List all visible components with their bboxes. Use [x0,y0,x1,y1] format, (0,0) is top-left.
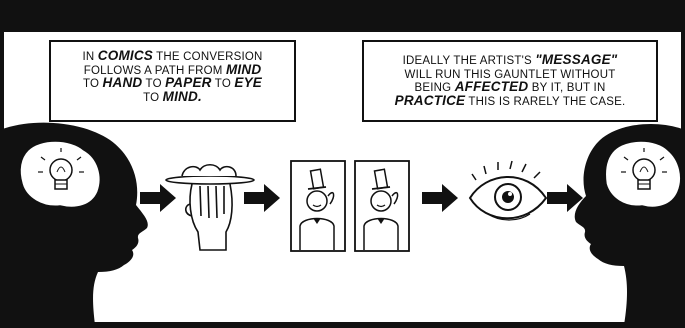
left-head-silhouette [0,123,148,325]
paper-drawing-copy [355,161,409,251]
arrow-icon [244,184,280,212]
arrow-icon [140,184,176,212]
caption-left: IN COMICS THE CONVERSION FOLLOWS A PATH … [49,40,296,122]
caption-right: IDEALLY THE ARTIST'S "MESSAGE" WILL RUN … [362,40,658,122]
arrow-icon [422,184,458,212]
eye-icon [470,161,546,220]
right-head-silhouette [575,124,685,325]
caption-line: PRACTICE THIS IS RARELY THE CASE. [370,95,650,109]
top-border [0,0,685,32]
caption-line: IDEALLY THE ARTIST'S "MESSAGE" [370,54,650,68]
caption-line: TO MIND. [57,91,288,105]
paper-drawing [291,161,345,251]
hand-with-tray [166,165,254,250]
